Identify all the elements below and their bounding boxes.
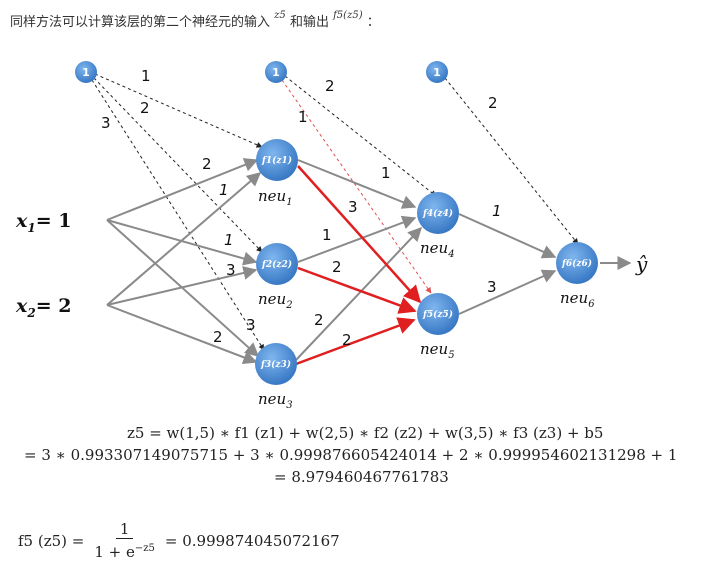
neuron-4: f4(z4) xyxy=(417,192,459,234)
bias-edges xyxy=(91,73,579,351)
neuron-label-6: neu6 xyxy=(560,289,595,310)
svg-text:f4(z4): f4(z4) xyxy=(422,208,453,219)
w-n2-n5: 2 xyxy=(332,258,342,276)
edge-b2-n5 xyxy=(281,79,432,294)
highlight-edges xyxy=(295,165,422,366)
solid-edges xyxy=(106,158,632,365)
bias-node-1: 1 xyxy=(75,61,97,83)
edge-n1-n4 xyxy=(297,159,417,209)
edge-n2-n5 xyxy=(297,266,417,314)
w-n3-n5: 2 xyxy=(342,331,352,349)
edge-x2-n2 xyxy=(106,266,258,306)
svg-text:1: 1 xyxy=(82,66,90,79)
w-x1-n1: 2 xyxy=(202,155,212,173)
w-x1-n3: 3 xyxy=(246,316,256,334)
edge-n3-n5 xyxy=(295,317,416,366)
equation-line-1: z5 = w(1,5) ∗ f1 (z1) + w(2,5) ∗ f2 (z2)… xyxy=(127,424,604,442)
w-x2-n1: 1 xyxy=(219,181,229,199)
equation-line-3: = 8.979460467761783 xyxy=(274,468,449,486)
edge-b1-n3 xyxy=(91,79,265,351)
w-x2-n3: 2 xyxy=(213,328,223,346)
bias-node-3: 1 xyxy=(426,61,448,83)
neuron-1: f1(z1) xyxy=(256,139,298,181)
edge-n4-n6 xyxy=(458,213,557,259)
neuron-label-1: neu1 xyxy=(258,187,293,208)
w-n1-n5: 3 xyxy=(348,198,358,216)
svg-text:f3(z3): f3(z3) xyxy=(260,359,291,370)
w-n2-n4: 1 xyxy=(322,226,332,244)
w-b2-n5: 1 xyxy=(298,108,308,126)
z5-inline: z5 xyxy=(274,10,286,21)
input-x1-label: x1= 1 xyxy=(15,210,71,235)
w-b1-n1: 1 xyxy=(141,67,151,85)
svg-text:f2(z2): f2(z2) xyxy=(261,259,292,270)
neuron-label-3: neu3 xyxy=(258,390,293,411)
w-x2-n2: 3 xyxy=(226,261,236,279)
w-n1-n4: 1 xyxy=(381,164,391,182)
w-b3-n6: 2 xyxy=(488,94,498,112)
neural-network-diagram: 1 1 1 f1(z1) f2(z2) f3(z3) f4(z4) f5(z5)… xyxy=(15,61,648,411)
f5z5-inline: f5(z5) xyxy=(333,10,363,21)
w-n3-n4: 2 xyxy=(314,311,324,329)
fraction: 1 1 + e−z5 xyxy=(90,520,159,562)
f5-result: = 0.999874045072167 xyxy=(164,532,340,550)
w-b1-n3: 3 xyxy=(101,114,111,132)
neuron-label-2: neu2 xyxy=(258,290,293,311)
neuron-3: f3(z3) xyxy=(255,343,297,385)
f5-lhs: f5 (z5) = xyxy=(18,532,85,550)
svg-text:f5(z5): f5(z5) xyxy=(422,309,453,320)
neuron-5: f5(z5) xyxy=(417,293,459,335)
w-n4-n6: 1 xyxy=(492,202,502,220)
w-x1-n2: 1 xyxy=(224,231,234,249)
edge-n5-n6 xyxy=(458,269,557,315)
sigmoid-equation: f5 (z5) = 1 1 + e−z5 = 0.999874045072167 xyxy=(18,520,340,562)
neuron-label-4: neu4 xyxy=(420,239,455,260)
fraction-numerator: 1 xyxy=(115,520,134,539)
edge-x2-n1 xyxy=(106,172,262,306)
svg-text:f6(z6): f6(z6) xyxy=(561,258,592,269)
svg-text:1: 1 xyxy=(272,66,280,79)
edge-n1-n5 xyxy=(297,165,422,304)
edge-n3-n4 xyxy=(295,226,422,361)
edge-b1-n2 xyxy=(93,77,263,253)
bias-node-2: 1 xyxy=(265,61,287,83)
neuron-2: f2(z2) xyxy=(256,243,298,285)
neuron-6: f6(z6) xyxy=(556,242,598,284)
w-b2-n4: 2 xyxy=(325,77,335,95)
intro-text: 同样方法可以计算该层的第二个神经元的输入 z5 和输出 f5(z5) ： xyxy=(10,10,380,30)
edge-n2-n4 xyxy=(297,215,417,263)
output-y-hat: ŷ xyxy=(635,252,648,276)
svg-text:1: 1 xyxy=(433,66,441,79)
edge-b3-n6 xyxy=(444,77,579,245)
fraction-denominator: 1 + e−z5 xyxy=(94,543,155,561)
w-n5-n6: 3 xyxy=(487,278,497,296)
edge-b2-n4 xyxy=(284,75,437,197)
edge-b1-n1 xyxy=(94,73,263,148)
edge-x1-n1 xyxy=(106,158,259,221)
equation-line-2: = 3 ∗ 0.993307149075715 + 3 ∗ 0.99987660… xyxy=(24,446,678,464)
weight-labels: 1 2 3 2 1 1 3 3 2 2 1 1 3 1 2 2 2 2 1 3 xyxy=(101,67,502,349)
edge-x2-n3 xyxy=(106,304,258,365)
w-b1-n2: 2 xyxy=(140,99,150,117)
neuron-label-5: neu5 xyxy=(420,340,455,361)
input-x2-label: x2= 2 xyxy=(15,295,71,320)
svg-text:f1(z1): f1(z1) xyxy=(261,155,292,166)
